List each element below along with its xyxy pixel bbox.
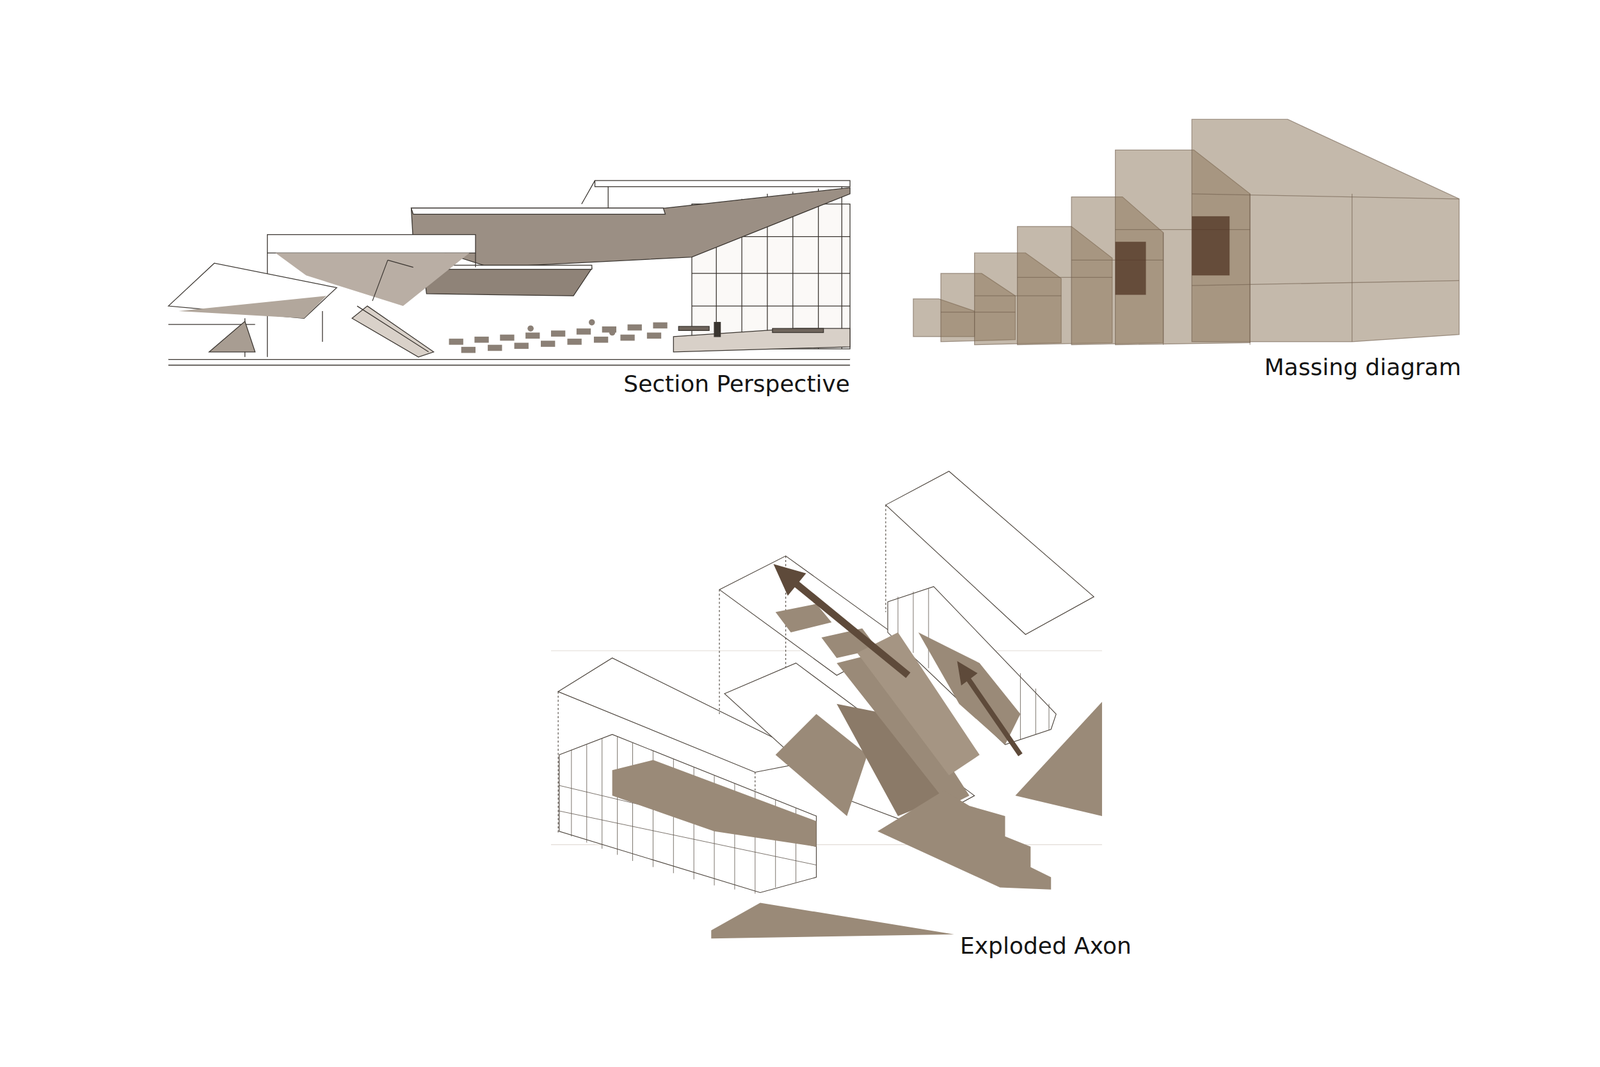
section-perspective	[168, 180, 850, 365]
massing-boxes	[913, 119, 1460, 345]
massing-void	[1191, 216, 1230, 276]
massing-void	[1115, 241, 1147, 296]
axon-title: Exploded Axon	[960, 931, 1132, 960]
massing-title: Massing diagram	[1264, 353, 1462, 381]
exploded-axon	[551, 471, 1103, 939]
section-title: Section Perspective	[623, 369, 850, 398]
